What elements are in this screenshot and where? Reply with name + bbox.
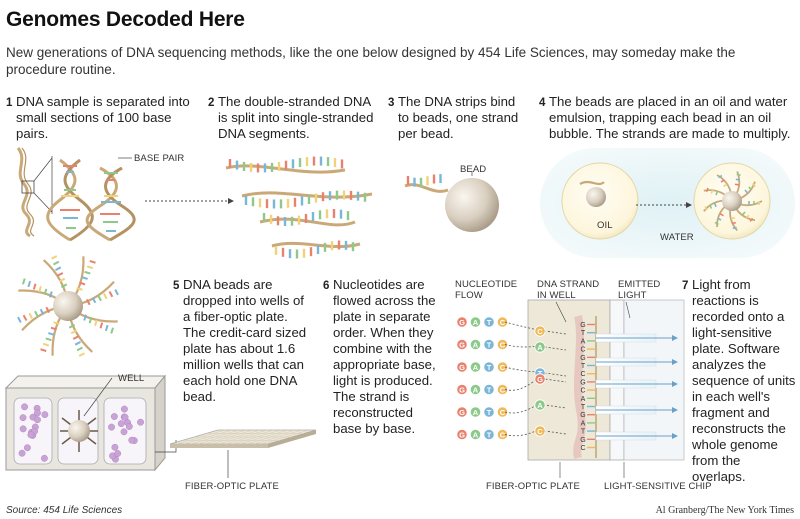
svg-text:A: A (581, 420, 586, 427)
svg-text:T: T (581, 330, 586, 337)
step-2: 2 The double-stranded DNA is split into … (208, 94, 376, 142)
step-7-text: Light from reactions is recorded onto a … (692, 277, 796, 484)
step-2-text: The double-stranded DNA is split into si… (218, 94, 374, 141)
svg-text:C: C (537, 327, 543, 336)
svg-text:G: G (580, 412, 585, 419)
svg-text:A: A (473, 318, 479, 327)
step-2-number: 2 (208, 97, 215, 109)
svg-text:C: C (537, 427, 543, 436)
svg-text:A: A (473, 341, 479, 350)
svg-text:C: C (500, 341, 506, 350)
step-5-text: DNA beads are dropped into wells of a fi… (183, 277, 307, 404)
svg-text:G: G (459, 408, 465, 417)
single-strands-illustration (225, 156, 373, 259)
label-water: WATER (660, 232, 694, 243)
svg-text:T: T (487, 318, 492, 327)
step-3-text: The DNA strips bind to beads, one strand… (398, 94, 519, 141)
svg-text:G: G (459, 363, 465, 372)
svg-text:G: G (580, 355, 585, 362)
svg-text:T: T (487, 386, 492, 395)
step-4-number: 4 (539, 97, 546, 109)
label-dna-strand-in-well: DNA STRAND IN WELL (537, 279, 600, 301)
svg-text:G: G (537, 375, 543, 384)
svg-text:A: A (473, 431, 479, 440)
bead-icon (445, 178, 499, 232)
svg-text:A: A (473, 408, 479, 417)
svg-text:C: C (500, 386, 506, 395)
step-4-text: The beads are placed in an oil and water… (549, 94, 791, 141)
step-1-number: 1 (6, 97, 13, 109)
svg-text:C: C (580, 371, 585, 378)
svg-text:A: A (537, 401, 543, 410)
svg-text:A: A (581, 396, 586, 403)
svg-text:G: G (459, 431, 465, 440)
svg-text:A: A (537, 343, 543, 352)
label-nucleotide-flow: NUCLEOTIDE FLOW (455, 279, 518, 301)
svg-text:T: T (487, 341, 492, 350)
label-oil: OIL (597, 220, 613, 231)
svg-text:C: C (580, 445, 585, 452)
svg-text:C: C (580, 388, 585, 395)
svg-text:T: T (581, 404, 586, 411)
step-5-number: 5 (173, 280, 180, 292)
svg-text:A: A (473, 363, 479, 372)
wells-illustration (4, 255, 317, 478)
svg-text:T: T (581, 363, 586, 370)
step-1-text: DNA sample is separated into small secti… (16, 94, 190, 141)
step-7: 7 Light from reactions is recorded onto … (682, 277, 797, 485)
source-note: Source: 454 Life Sciences (6, 505, 123, 516)
svg-text:A: A (473, 386, 479, 395)
svg-text:C: C (500, 408, 506, 417)
svg-text:G: G (580, 379, 585, 386)
step-6-number: 6 (323, 280, 330, 292)
label-light-sensitive-chip: LIGHT-SENSITIVE CHIP (604, 481, 712, 492)
svg-text:T: T (581, 429, 586, 436)
svg-text:T: T (487, 363, 492, 372)
dna-sample-illustration (16, 147, 136, 242)
svg-text:C: C (500, 431, 506, 440)
svg-text:T: T (487, 408, 492, 417)
credit-note: Al Granberg/The New York Times (655, 505, 794, 516)
page-title: Genomes Decoded Here (6, 8, 245, 31)
label-bead: BEAD (460, 164, 487, 175)
svg-text:C: C (580, 347, 585, 354)
step-5: 5 DNA beads are dropped into wells of a … (173, 277, 313, 405)
emulsion-illustration (540, 148, 795, 258)
label-fiber-optic-plate-7: FIBER-OPTIC PLATE (486, 481, 580, 492)
sequencing-flow-illustration: GATCGATCGATCGATCGATCGATCCATGACGTACGTCGCA… (456, 299, 685, 478)
bead-illustration (404, 171, 499, 232)
label-base-pair: BASE PAIR (134, 153, 185, 164)
svg-text:G: G (459, 341, 465, 350)
svg-text:T: T (487, 431, 492, 440)
step-3: 3 The DNA strips bind to beads, one stra… (388, 94, 523, 142)
step-6-text: Nucleotides are flowed across the plate … (333, 277, 436, 436)
label-emitted-light: EMITTED LIGHT (618, 279, 661, 301)
page-subtitle: New generations of DNA sequencing method… (6, 45, 736, 77)
label-well: WELL (118, 373, 145, 384)
step-1: 1 DNA sample is separated into small sec… (6, 94, 191, 142)
step-3-number: 3 (388, 97, 395, 109)
svg-text:A: A (581, 338, 586, 345)
label-fiber-optic-plate-5: FIBER-OPTIC PLATE (185, 481, 279, 492)
svg-text:G: G (580, 437, 585, 444)
svg-text:G: G (580, 322, 585, 329)
step-7-number: 7 (682, 280, 689, 292)
svg-text:G: G (459, 386, 465, 395)
svg-text:C: C (500, 363, 506, 372)
svg-text:G: G (459, 318, 465, 327)
svg-text:C: C (500, 318, 506, 327)
step-6: 6 Nucleotides are flowed across the plat… (323, 277, 443, 437)
step-4: 4 The beads are placed in an oil and wat… (539, 94, 794, 142)
